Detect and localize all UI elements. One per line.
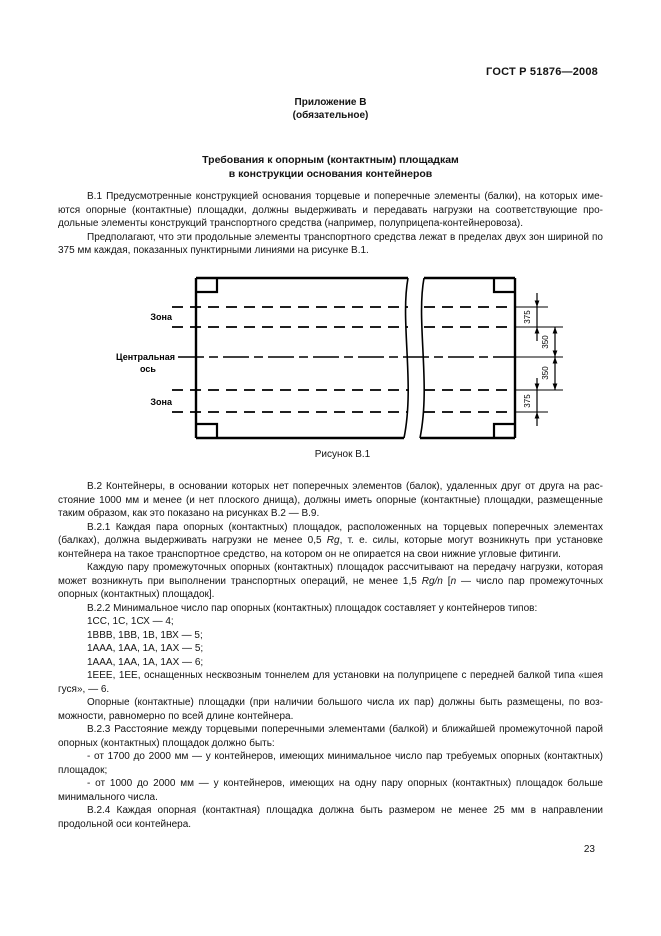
text-run: - от 1000 до 2000 мм — у контейнеров, им… [58, 778, 603, 803]
figure-caption: Рисунок В.1 [314, 449, 371, 460]
break-line-right [419, 277, 425, 439]
text-run: В.2.2 Минимальное число пар опорных (кон… [87, 602, 538, 614]
paragraph-b2-3: В.2.3 Расстояние между торцевыми попереч… [58, 723, 603, 750]
text-run: , т. е. силы, которые могут возникнуть п… [58, 535, 603, 560]
corner-fittings [196, 278, 515, 438]
arrowhead [552, 350, 558, 357]
break-lines [403, 277, 425, 439]
text-run-italic: n [450, 575, 457, 587]
list-item-container-types-4: 1ААА, 1АА, 1А, 1АХ — 6; [58, 656, 603, 670]
list-item-container-types-5: 1ЕЕЕ, 1ЕЕ, оснащенных несквозным тоннеле… [58, 669, 603, 696]
appendix-name: Приложение В [294, 97, 367, 108]
text-run: - от 1700 до 2000 мм — у контейнеров, им… [58, 751, 603, 776]
dimension-label-350-upper: 350 [541, 335, 550, 349]
arrowhead [552, 357, 558, 364]
paragraph-placement-note: Опорные (контактные) площадки (при налич… [58, 696, 603, 723]
text-run: Предполагают, что эти продольные элемент… [58, 231, 603, 257]
figure-b1: 375 350 350 375 Зона Центральная ось Зон… [110, 272, 575, 461]
text-run: В.1 Предусмотренные конструкцией основан… [58, 191, 603, 229]
corner-fitting-top-left [196, 278, 219, 294]
zone-label-top: Зона [150, 312, 173, 322]
text-run: В.2.3 Расстояние между торцевыми попереч… [58, 724, 603, 749]
text-run: Каждую пару промежуточных опорных (конта… [58, 562, 603, 587]
paragraph-b1-assumption: Предполагают, что эти продольные элемент… [58, 231, 603, 258]
dimension-label-350-lower: 350 [541, 366, 550, 380]
text-run: В.2.4 Каждая опорная (контактная) площад… [58, 805, 603, 830]
section-title-line2: в конструкции основания контейнеров [228, 168, 433, 180]
corner-fitting-top-right [492, 278, 515, 294]
arrowhead [534, 327, 540, 334]
list-item-container-types-1: 1СС, 1С, 1СХ — 4; [58, 615, 603, 629]
text-run: В.2 Контейнеры, в основании которых нет … [58, 481, 603, 519]
central-axis-label-line1: Центральная [116, 352, 175, 362]
text-run: [ [442, 575, 451, 587]
text-run: 1ААА, 1АА, 1А, 1АХ — 6; [87, 656, 204, 668]
arrowhead [534, 412, 540, 419]
paragraph-b2-2: В.2.2 Минимальное число пар опорных (кон… [58, 602, 603, 616]
paragraph-b2-4: В.2.4 Каждая опорная (контактная) площад… [58, 804, 603, 831]
section-b1-text: В.1 Предусмотренные конструкцией основан… [58, 190, 603, 258]
section-title-line1: Требования к опорным (контактным) площад… [202, 154, 459, 166]
figure-b1-drawing: 375 350 350 375 Зона Центральная ось Зон… [116, 276, 563, 440]
appendix-status: (обязательное) [292, 110, 369, 121]
list-item-container-types-3: 1ААА, 1АА, 1А, 1АХ — 5; [58, 642, 603, 656]
dimension-lines [536, 293, 556, 426]
dimension-arrowheads [534, 300, 558, 419]
list-item-distance-1: - от 1700 до 2000 мм — у контейнеров, им… [58, 750, 603, 777]
text-run-italic: Rg [326, 535, 340, 546]
arrowhead [534, 383, 540, 390]
text-run: 1ВВВ, 1ВВ, 1В, 1ВХ — 5; [87, 629, 203, 641]
page-number: 23 [583, 844, 595, 855]
text-run: В.2.1 Каждая пара опорных (контактных) п… [58, 521, 603, 547]
corner-fitting-bottom-left [196, 422, 219, 438]
list-item-container-types-2: 1ВВВ, 1ВВ, 1В, 1ВХ — 5; [58, 629, 603, 643]
zone-label-bottom: Зона [150, 397, 173, 407]
standard-code: ГОСТ Р 51876—2008 [486, 66, 598, 78]
paragraph-b2-1-intermediate: Каждую пару промежуточных опорных (конта… [58, 561, 603, 602]
dimension-label-375-top: 375 [523, 310, 532, 324]
appendix-heading: Приложение В (обязательное) [0, 96, 661, 122]
container-outline [194, 276, 517, 440]
arrowhead [534, 300, 540, 307]
section-b2-text: В.2 Контейнеры, в основании которых нет … [58, 480, 603, 831]
dimension-label-375-bottom: 375 [523, 394, 532, 408]
central-axis-label-line2: ось [140, 364, 156, 374]
corner-fitting-bottom-right [492, 422, 515, 438]
text-run: 1СС, 1С, 1СХ — 4; [87, 616, 174, 627]
arrowhead [552, 383, 558, 390]
text-run-italic: Rg/n [421, 575, 443, 587]
text-run: 1ЕЕЕ, 1ЕЕ, оснащенных несквозным тоннеле… [58, 670, 603, 695]
section-title: Требования к опорным (контактным) площад… [0, 153, 661, 181]
text-run: — число пар промежуточных опорных (конта… [58, 575, 604, 601]
break-line-left [403, 277, 409, 439]
text-run: 1ААА, 1АА, 1А, 1АХ — 5; [87, 643, 204, 654]
paragraph-b2: В.2 Контейнеры, в основании которых нет … [58, 480, 603, 521]
arrowhead [552, 327, 558, 334]
paragraph-b2-1: В.2.1 Каждая пара опорных (контактных) п… [58, 521, 603, 562]
zone-boundary-lines [172, 306, 515, 413]
paragraph-b1: В.1 Предусмотренные конструкцией основан… [58, 190, 603, 231]
list-item-distance-2: - от 1000 до 2000 мм — у контейнеров, им… [58, 777, 603, 804]
text-run: Опорные (контактные) площадки (при налич… [58, 697, 603, 722]
